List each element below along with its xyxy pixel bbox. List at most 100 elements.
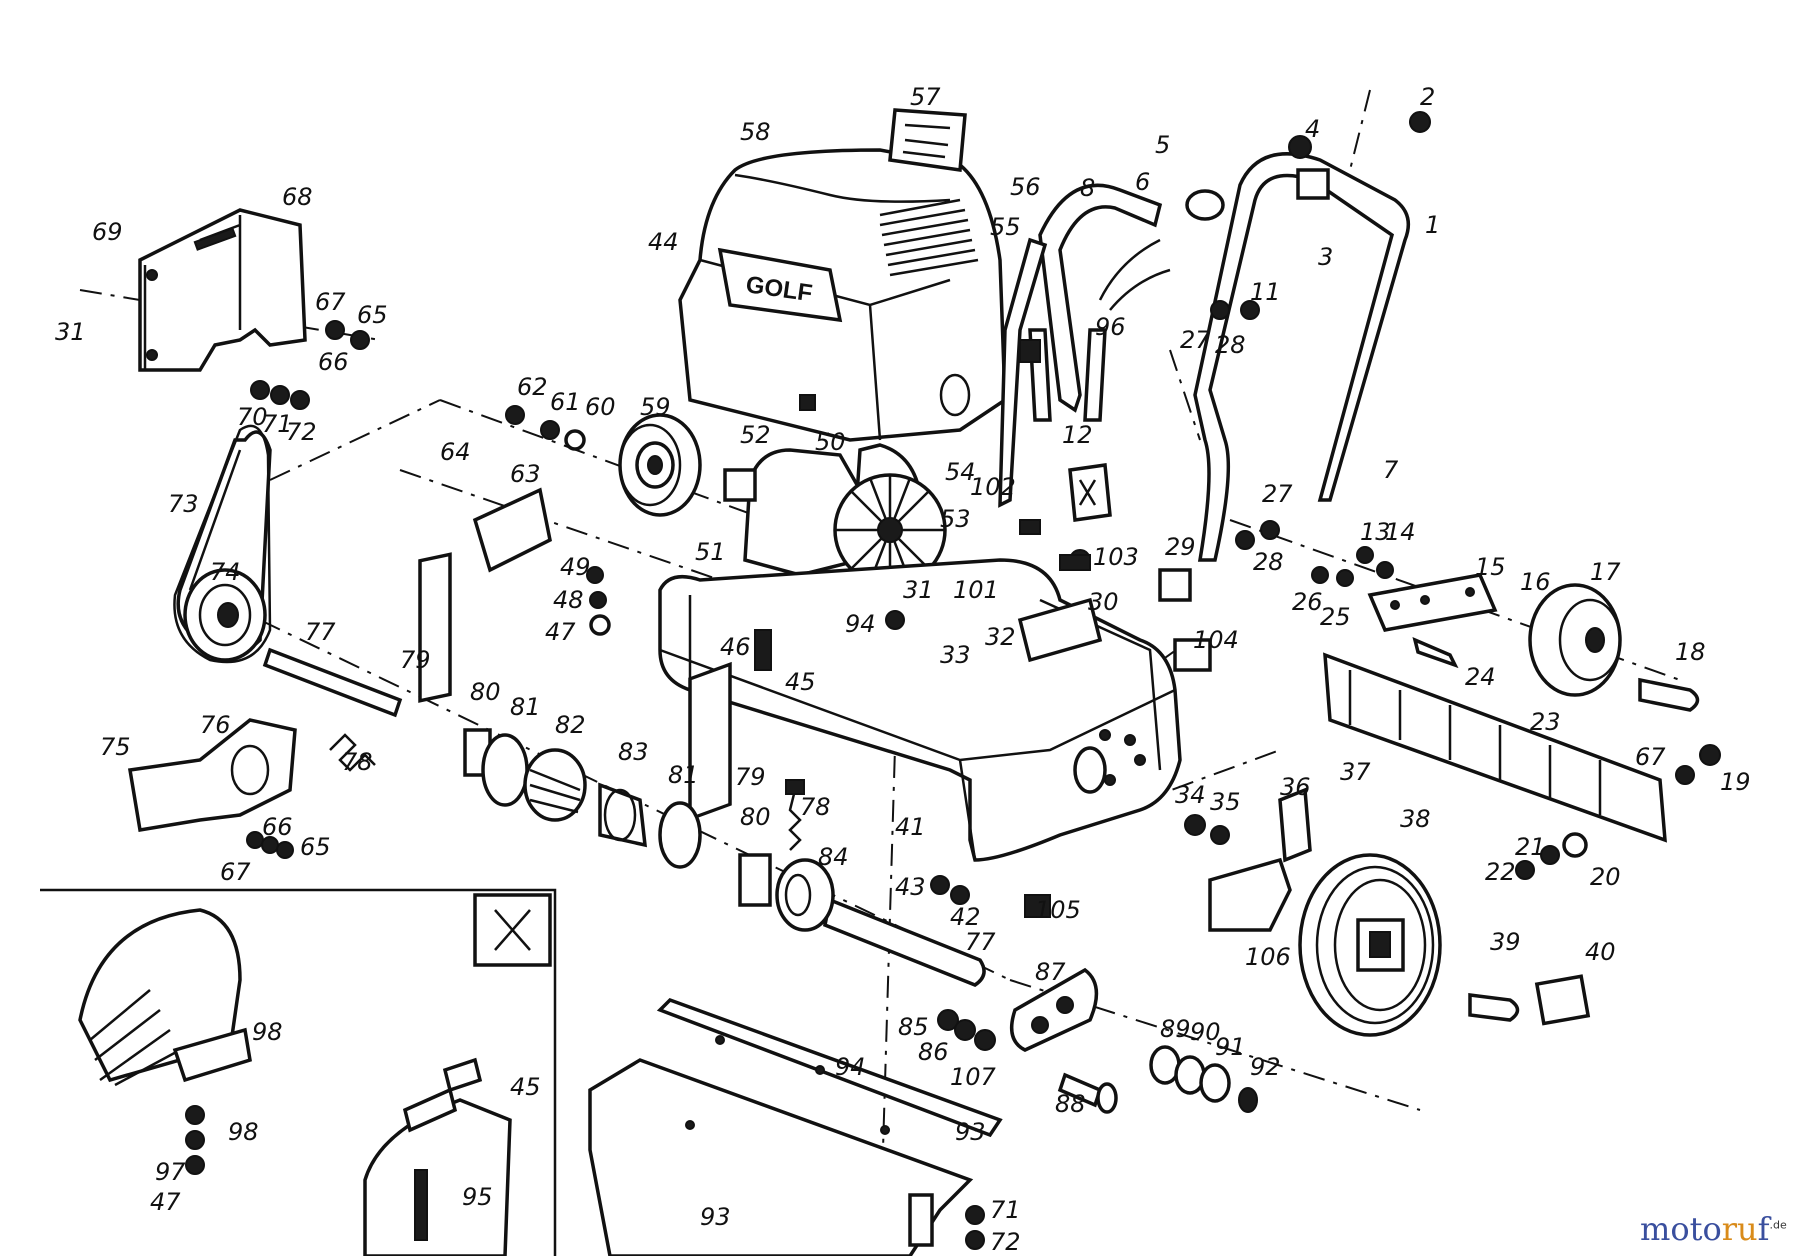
callout-45a: 45 (785, 668, 816, 696)
callout-35: 35 (1210, 788, 1241, 816)
bearing-82 (523, 748, 587, 822)
callout-90: 90 (1190, 1018, 1221, 1046)
callout-16: 16 (1520, 568, 1551, 596)
callout-94b: 94 (835, 1053, 866, 1081)
wheel-17 (1528, 583, 1700, 712)
callout-28a: 28 (1215, 331, 1246, 359)
ring-81b (658, 801, 702, 869)
callout-20: 20 (1590, 863, 1621, 891)
callout-46: 46 (720, 633, 751, 661)
callout-91: 91 (1215, 1033, 1246, 1061)
callout-42: 42 (950, 903, 981, 931)
callout-65b: 65 (300, 833, 331, 861)
callout-24: 24 (1465, 663, 1496, 691)
callout-75: 75 (100, 733, 131, 761)
callout-77b: 77 (965, 928, 996, 956)
callout-41: 41 (895, 813, 926, 841)
washers-89-92 (1149, 1045, 1258, 1113)
callout-103: 103 (1093, 543, 1139, 571)
callout-77a: 77 (305, 618, 336, 646)
plate-79a (418, 552, 452, 703)
axle-bolt-39 (1468, 993, 1520, 1022)
rear-flap-23 (1323, 652, 1667, 843)
callout-13: 13 (1360, 518, 1391, 546)
callout-78b: 78 (800, 793, 831, 821)
callout-28b: 28 (1253, 548, 1284, 576)
logo-text-part3: f (1757, 1210, 1770, 1248)
warning-decal-57 (888, 108, 967, 172)
callout-71a: 71 (262, 410, 293, 438)
callout-64: 64 (440, 438, 471, 466)
main-deck-chassis (658, 558, 1182, 862)
callout-labels: 1 2 3 4 5 6 7 8 11 12 13 14 15 16 17 18 … (55, 83, 1751, 1256)
logo-text-part2: ru (1721, 1210, 1758, 1248)
callout-104: 104 (1193, 626, 1239, 654)
callout-89: 89 (1160, 1015, 1191, 1043)
callout-29: 29 (1165, 533, 1196, 561)
callout-47a: 47 (545, 618, 576, 646)
callout-92: 92 (1250, 1053, 1281, 1081)
small-hardware (246, 111, 1721, 1250)
plate-79b (688, 661, 732, 822)
motoruf-logo[interactable]: motoruf.de (1640, 1210, 1787, 1248)
spring-78 (329, 733, 376, 772)
side-bracket-68 (138, 208, 307, 372)
logo-text-part1: moto (1640, 1210, 1722, 1248)
callout-69: 69 (92, 218, 123, 246)
callout-67c: 67 (1635, 743, 1666, 771)
callout-66b: 66 (262, 813, 293, 841)
callout-97: 97 (155, 1158, 186, 1186)
callout-82: 82 (555, 711, 586, 739)
callout-88: 88 (1055, 1090, 1086, 1118)
callout-65a: 65 (357, 301, 388, 329)
callout-31b: 31 (903, 576, 934, 604)
callout-5: 5 (1155, 131, 1170, 159)
callout-85: 85 (898, 1013, 929, 1041)
callout-23: 23 (1530, 708, 1561, 736)
callout-60: 60 (585, 393, 616, 421)
callout-61: 61 (550, 388, 581, 416)
callout-50: 50 (815, 428, 846, 456)
callout-2: 2 (1420, 83, 1435, 111)
callout-19: 19 (1720, 768, 1751, 796)
wheel-cap-40 (1534, 974, 1591, 1026)
callout-78a: 78 (342, 748, 373, 776)
callout-15: 15 (1475, 553, 1506, 581)
callout-67b: 67 (220, 858, 251, 886)
callout-27b: 27 (1262, 480, 1293, 508)
callout-54: 54 (945, 458, 976, 486)
callout-68: 68 (282, 183, 313, 211)
callout-58: 58 (740, 118, 771, 146)
callout-101: 101 (953, 576, 999, 604)
callout-52: 52 (740, 421, 771, 449)
callout-71b: 71 (990, 1196, 1021, 1224)
callout-76: 76 (200, 711, 231, 739)
callout-1: 1 (1425, 211, 1440, 239)
callout-40: 40 (1585, 938, 1616, 966)
callout-66a: 66 (318, 348, 349, 376)
end-plate-87 (1009, 967, 1099, 1052)
handle-assembly (998, 152, 1411, 562)
callout-34: 34 (1175, 781, 1206, 809)
callout-107: 107 (950, 1063, 997, 1091)
callout-3: 3 (1318, 243, 1333, 271)
callout-102: 102 (970, 473, 1016, 501)
callout-95: 95 (462, 1183, 493, 1211)
blade-bar-93 (588, 997, 1003, 1256)
callout-56: 56 (1010, 173, 1041, 201)
rotor-shaft-77 (262, 647, 986, 987)
callout-32: 32 (985, 623, 1016, 651)
callout-96: 96 (1095, 313, 1126, 341)
bearing-84 (775, 858, 835, 932)
callout-53: 53 (940, 505, 971, 533)
callout-17: 17 (1590, 558, 1621, 586)
spring-78b (785, 779, 805, 851)
callout-73: 73 (168, 490, 199, 518)
callout-33: 33 (940, 641, 971, 669)
wheel-bracket-106 (1208, 787, 1312, 932)
callout-27a: 27 (1180, 326, 1211, 354)
callout-21: 21 (1515, 833, 1546, 861)
ring-81a (481, 733, 529, 807)
hub-83 (598, 782, 648, 848)
bracket-80b (738, 853, 772, 907)
